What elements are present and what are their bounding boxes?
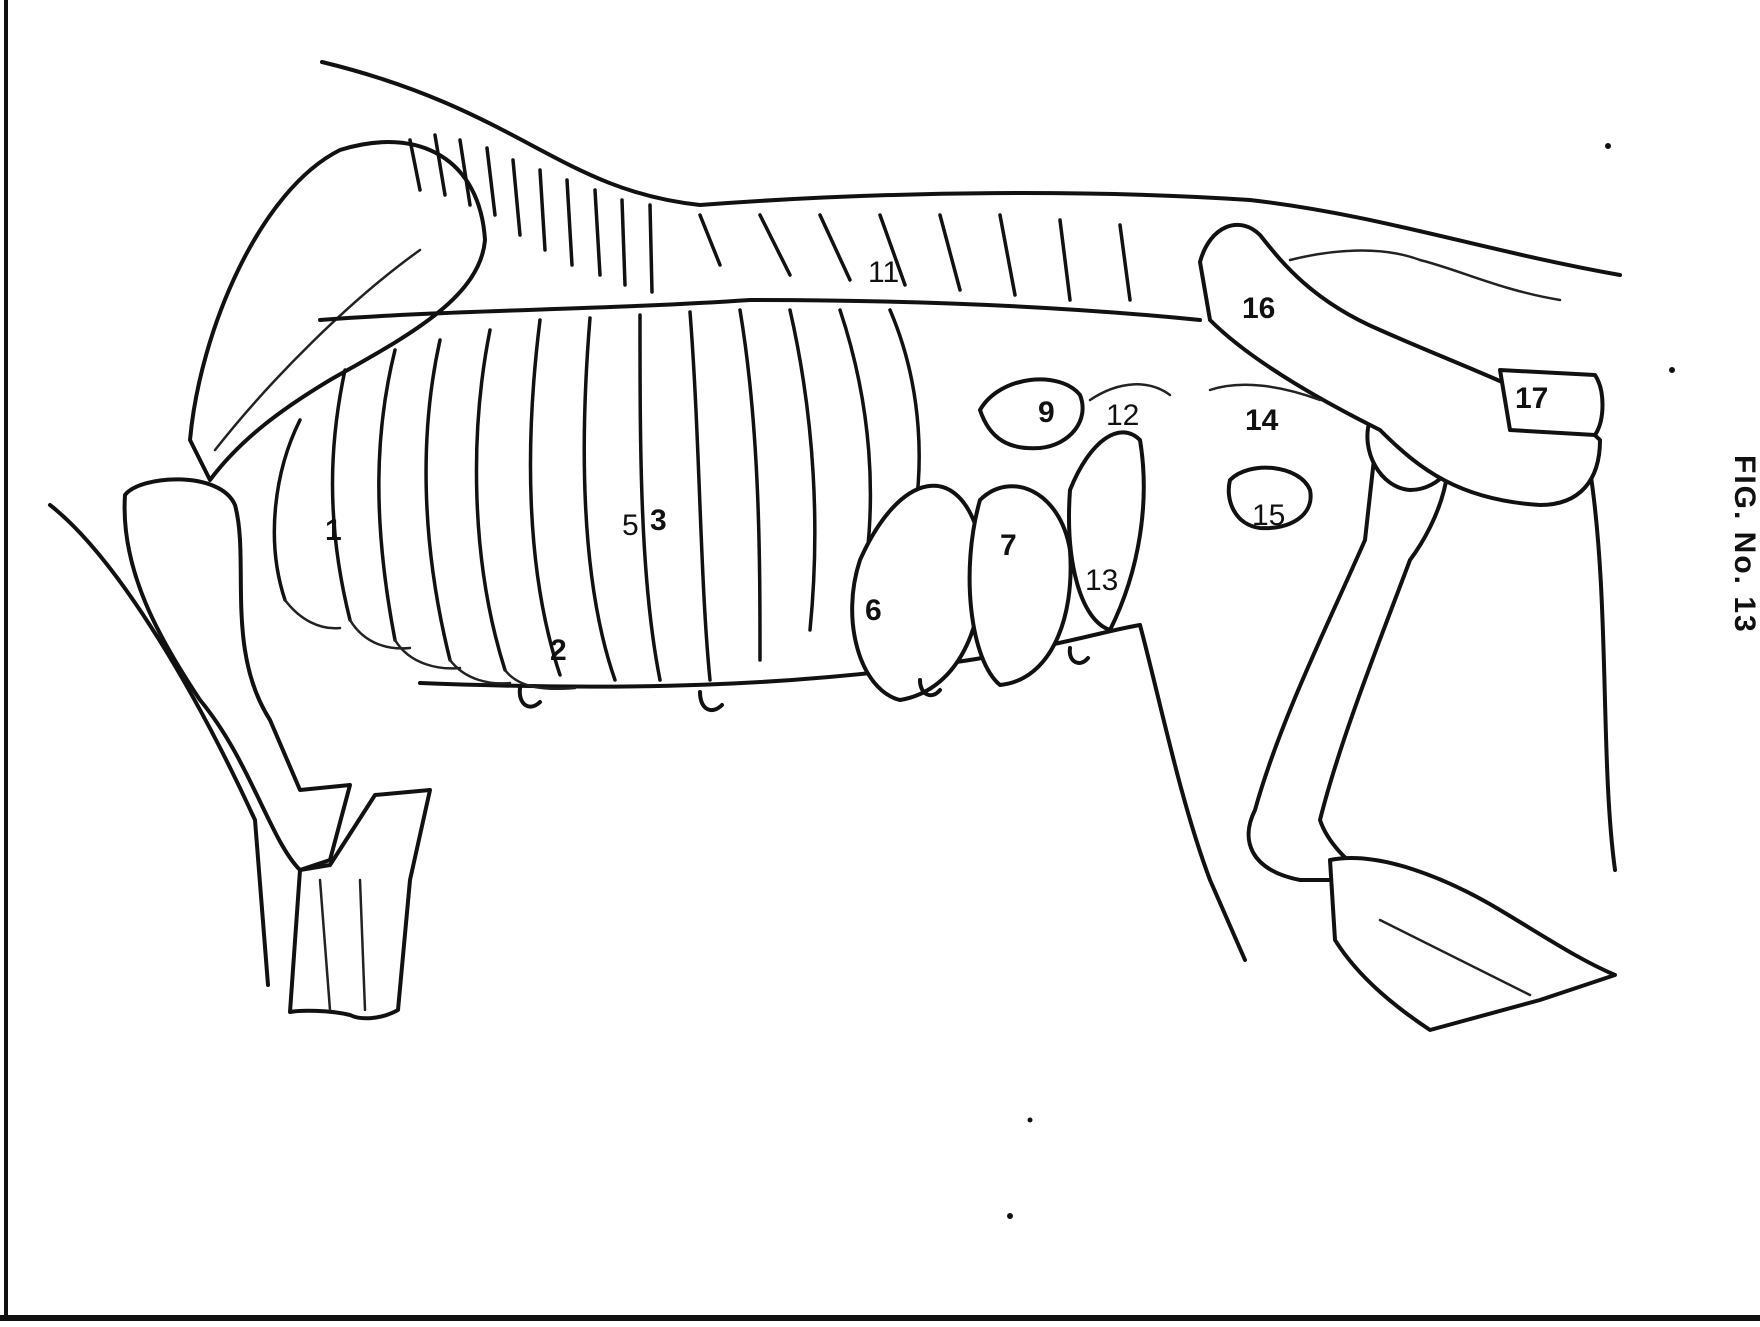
sacral-vertebrae bbox=[1290, 251, 1560, 300]
speck bbox=[1007, 1213, 1013, 1219]
label-6: 6 bbox=[865, 594, 882, 627]
label-14: 14 bbox=[1245, 404, 1279, 437]
organ-7 bbox=[970, 486, 1071, 685]
organ-13 bbox=[1069, 432, 1144, 630]
label-17: 17 bbox=[1515, 382, 1548, 415]
speck bbox=[1669, 367, 1675, 373]
organ-9 bbox=[980, 379, 1083, 448]
organ-12 bbox=[1090, 384, 1170, 400]
speck bbox=[1028, 1118, 1033, 1123]
label-7: 7 bbox=[1000, 529, 1017, 562]
rear-flank bbox=[1140, 625, 1245, 960]
label-11: 11 bbox=[868, 256, 899, 289]
rear-outline bbox=[1590, 470, 1615, 870]
label-12: 12 bbox=[1106, 399, 1139, 432]
label-15: 15 bbox=[1252, 499, 1285, 532]
label-3: 3 bbox=[650, 504, 667, 537]
back-outline bbox=[322, 62, 1620, 275]
label-9: 9 bbox=[1038, 396, 1055, 429]
figure-caption: FIG. No. 13 bbox=[1728, 455, 1760, 634]
spinous-processes bbox=[410, 135, 1130, 300]
ribs bbox=[274, 310, 919, 680]
humerus bbox=[125, 479, 350, 870]
costal-cartilages bbox=[285, 600, 575, 689]
label-16: 16 bbox=[1242, 292, 1275, 325]
hind-lower-leg bbox=[1330, 858, 1615, 1030]
label-1: 1 bbox=[325, 514, 342, 547]
label-13: 13 bbox=[1085, 564, 1118, 597]
label-5: 5 bbox=[622, 509, 639, 542]
scapula bbox=[190, 142, 485, 480]
speck bbox=[1605, 143, 1611, 149]
label-2: 2 bbox=[550, 634, 567, 667]
